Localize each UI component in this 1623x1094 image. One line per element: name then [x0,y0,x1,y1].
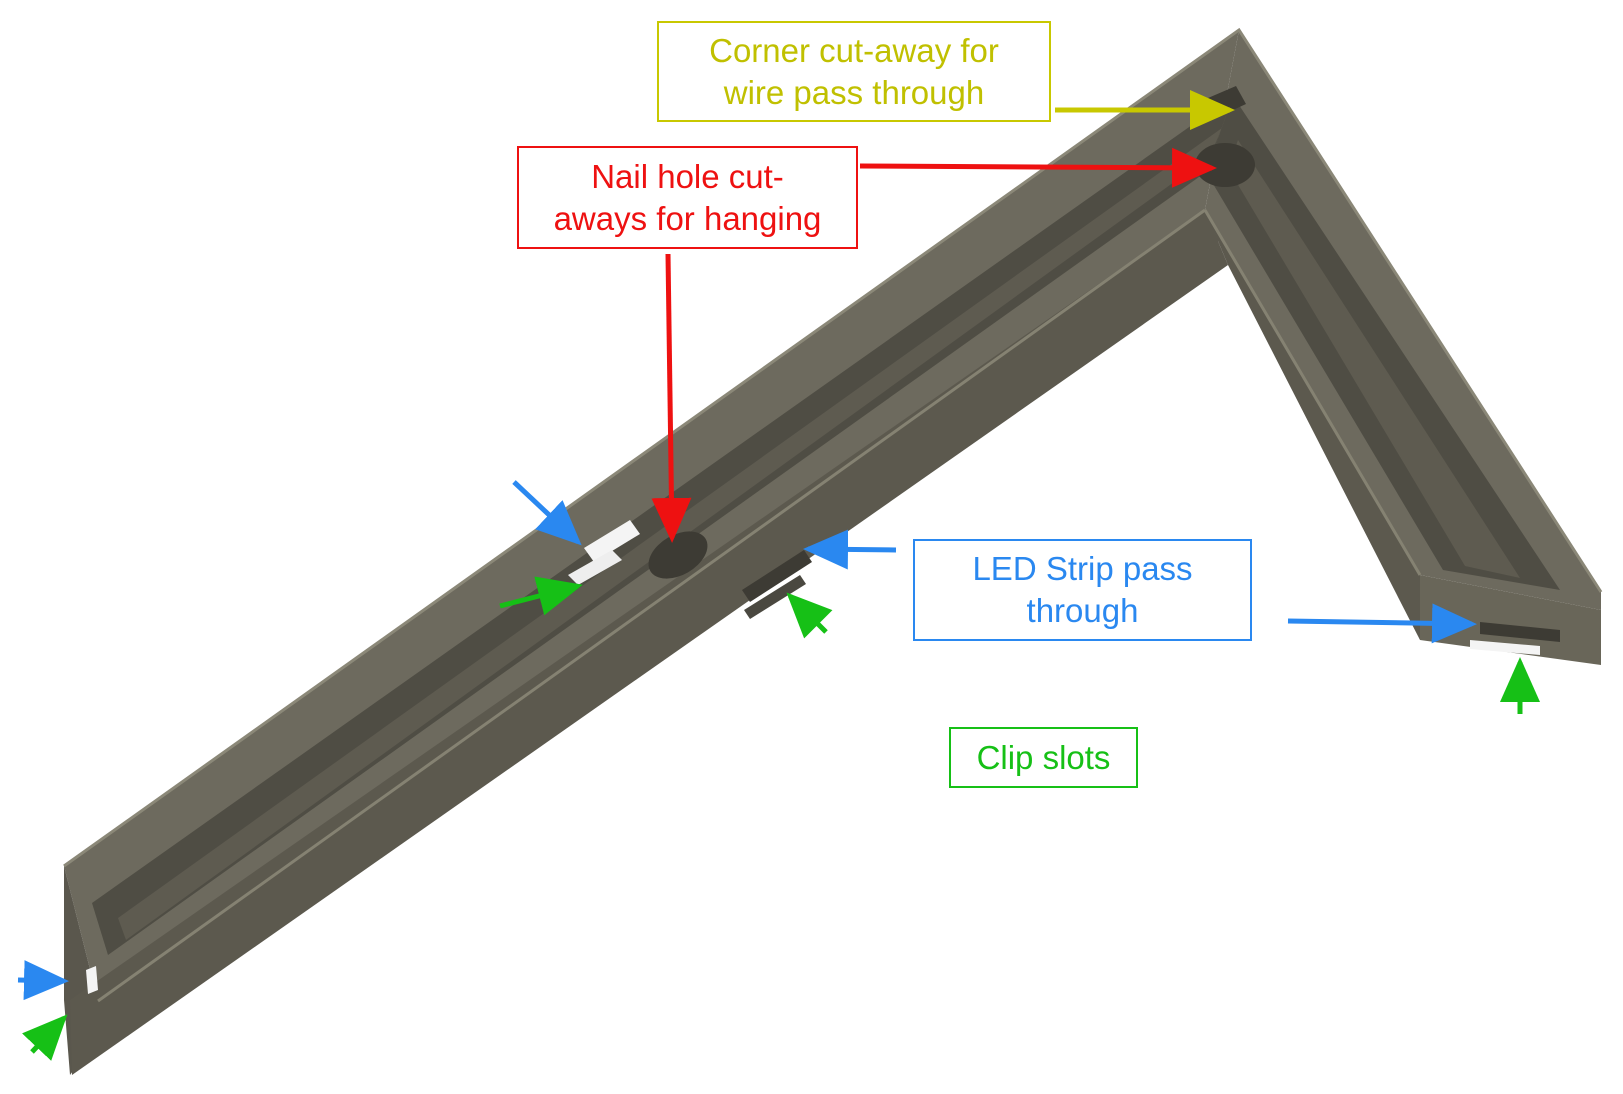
frame-outer-edge [63,27,1603,868]
label-nail-line2: aways for hanging [553,199,822,237]
label-corner-line2: wire pass through [723,73,985,111]
clip-slot-right-end [1470,640,1540,655]
frame-ridge-left [97,208,1206,1003]
arrow-clip-middle-right [786,592,833,639]
clip-slot-middle-right [744,575,806,619]
led-slot-middle-right [742,550,812,602]
arrow-nail-hole-middle [651,253,692,543]
arrow-led-right-end [1287,603,1477,644]
arrow-clip-left-end [22,1014,68,1061]
frame-right-side-face [1205,210,1420,640]
label-corner-cutaway: Corner cut-away for wire pass through [657,21,1051,122]
frame-right-arm-top [1205,30,1601,610]
frame-features [86,86,1560,994]
led-slot-left-end [86,966,98,994]
arrow-clip-middle-left [499,576,583,616]
nail-hole-middle [648,531,708,579]
label-led-line2: through [1026,592,1139,629]
frame-left-bottom-face [70,210,1228,1075]
frame-ridge-right [1203,209,1422,576]
led-slot-right-end [1480,622,1560,642]
arrow-led-left-end [17,960,69,1001]
label-led-strip: LED Strip pass through [913,539,1252,641]
label-nail-hole: Nail hole cut- aways for hanging [517,146,858,249]
frame-right-channel [1206,96,1560,590]
label-corner-line1: Corner cut-away for [709,31,999,69]
arrow-led-middle-right [803,529,897,570]
arrow-led-middle-left [512,480,582,546]
arrow-nail-hole-corner [859,147,1217,188]
label-clip-slots: Clip slots [949,727,1138,788]
annotation-arrows [17,90,1540,1061]
label-clip-line1: Clip slots [976,738,1111,776]
clip-slot-middle-left [568,550,622,585]
label-nail-line1: Nail hole cut- [591,157,784,195]
frame-right-channel-floor [1228,140,1520,578]
nail-hole-corner [1195,143,1255,187]
label-led-line1: LED Strip pass [972,550,1193,587]
led-slot-middle-left [584,520,640,562]
